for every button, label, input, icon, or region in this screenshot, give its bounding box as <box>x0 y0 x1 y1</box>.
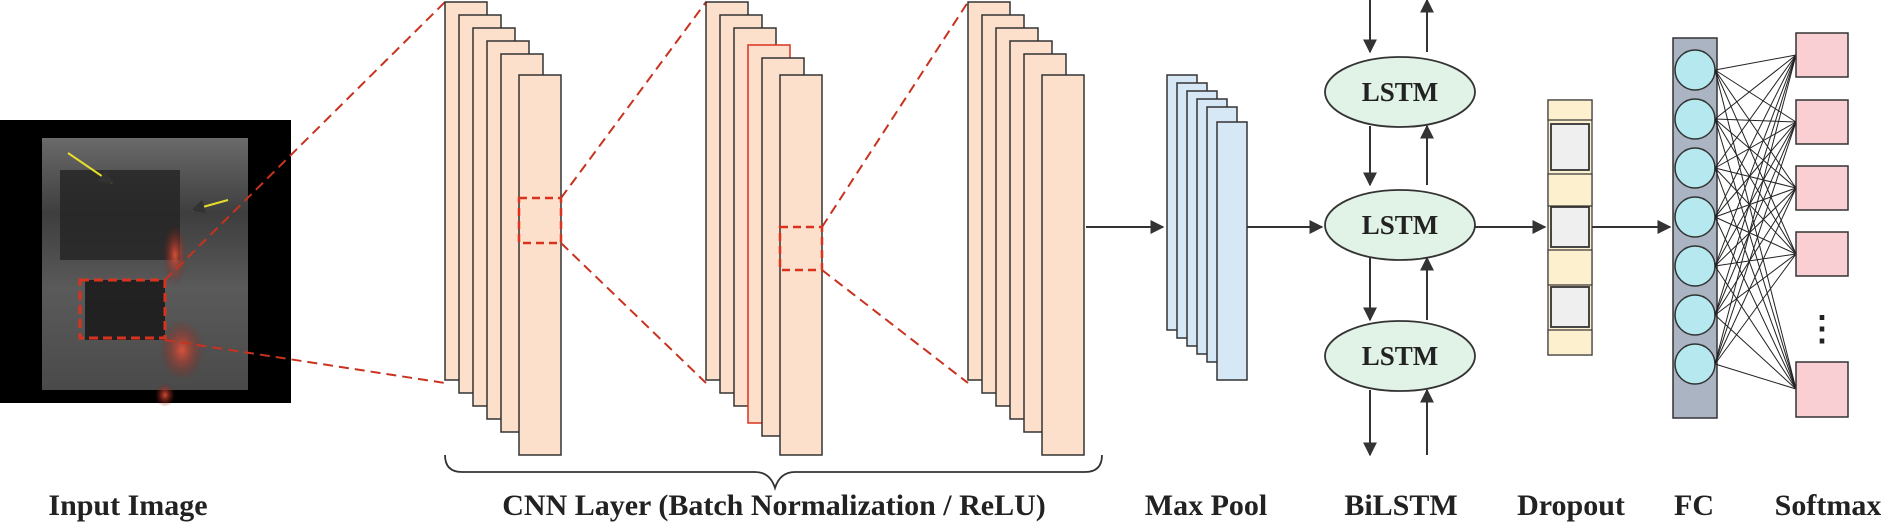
cnn-block-2 <box>705 1 823 456</box>
softmax-unit <box>1795 32 1849 78</box>
dense-connection <box>1714 187 1797 365</box>
cnn-block-3 <box>967 1 1085 456</box>
cnn-brace <box>444 454 1103 492</box>
lstm-label: LSTM <box>1362 210 1439 240</box>
softmax-unit <box>1795 231 1849 277</box>
label-input-image: Input Image <box>48 489 207 522</box>
yellow-arrow-icon <box>190 199 229 214</box>
dense-connection <box>1714 121 1797 316</box>
dense-connection <box>1714 314 1797 390</box>
dropout-block <box>1547 99 1593 356</box>
projection-line <box>821 1 969 228</box>
dense-connection <box>1714 54 1797 365</box>
fc-node <box>1674 343 1716 385</box>
projection-line <box>821 269 969 384</box>
dense-connection <box>1714 121 1797 267</box>
receptive-field-box <box>517 196 563 245</box>
lstm-label: LSTM <box>1362 77 1439 107</box>
lstm-cell: LSTM <box>1324 56 1476 128</box>
dense-connection <box>1714 363 1797 390</box>
label-fc: FC <box>1674 489 1714 522</box>
dense-connection <box>1714 54 1797 218</box>
dense-connection <box>1714 69 1797 255</box>
dense-connection <box>1714 69 1797 123</box>
softmax-unit <box>1795 361 1849 418</box>
label-bilstm: BiLSTM <box>1344 489 1457 522</box>
dropout-cell <box>1550 123 1590 171</box>
roi-box <box>78 278 167 340</box>
dense-connection <box>1714 54 1797 267</box>
maxpool-block <box>1166 74 1248 381</box>
dense-connection <box>1714 118 1797 123</box>
fc-layer <box>1672 37 1718 419</box>
label-cnn-layer: CNN Layer (Batch Normalization / ReLU) <box>502 489 1046 522</box>
fc-node <box>1674 147 1716 189</box>
dense-connection <box>1714 216 1797 255</box>
dense-connection <box>1714 253 1797 365</box>
fc-node <box>1674 98 1716 140</box>
label-dropout: Dropout <box>1517 489 1625 522</box>
dropout-cell <box>1550 286 1590 328</box>
dense-connection <box>1714 167 1797 189</box>
projection-line <box>560 242 707 384</box>
softmax-unit <box>1795 165 1849 211</box>
cnn-block-1 <box>444 1 562 456</box>
dropout-cell <box>1550 206 1590 248</box>
projection-line <box>560 1 707 199</box>
bilstm-block: LSTM LSTM LSTM <box>1324 0 1476 457</box>
dense-connection <box>1714 253 1797 267</box>
label-softmax: Softmax <box>1775 489 1881 522</box>
receptive-field-box <box>778 225 824 272</box>
yellow-arrow-icon <box>67 152 114 184</box>
dense-connection <box>1714 121 1797 169</box>
softmax-layer: ⋮ <box>1795 32 1849 418</box>
fc-node <box>1674 294 1716 336</box>
dense-connection <box>1714 253 1797 316</box>
dense-connection <box>1714 121 1797 218</box>
dense-connection <box>1714 216 1797 390</box>
fc-softmax-connections <box>1714 54 1797 390</box>
label-max-pool: Max Pool <box>1145 489 1267 522</box>
dense-connection <box>1714 121 1797 365</box>
dense-connection <box>1714 265 1797 390</box>
dense-connection <box>1714 54 1797 71</box>
dense-connection <box>1714 118 1797 189</box>
projection-line <box>164 1 446 281</box>
dense-connection <box>1714 54 1797 169</box>
dense-connection <box>1714 167 1797 390</box>
lstm-cell: LSTM <box>1324 189 1476 261</box>
dense-connection <box>1714 187 1797 267</box>
dense-connection <box>1714 118 1797 390</box>
dense-connection <box>1714 69 1797 189</box>
fc-node <box>1674 245 1716 287</box>
dense-connection <box>1714 187 1797 218</box>
input-image <box>0 120 291 407</box>
lstm-cell: LSTM <box>1324 320 1476 392</box>
lstm-label: LSTM <box>1362 341 1439 371</box>
dense-connection <box>1714 187 1797 316</box>
fc-node <box>1674 49 1716 91</box>
softmax-unit <box>1795 99 1849 145</box>
dense-connection <box>1714 54 1797 120</box>
fc-node <box>1674 196 1716 238</box>
dense-connection <box>1714 69 1797 390</box>
dense-connection <box>1714 54 1797 316</box>
softmax-ellipsis: ⋮ <box>1805 311 1839 348</box>
